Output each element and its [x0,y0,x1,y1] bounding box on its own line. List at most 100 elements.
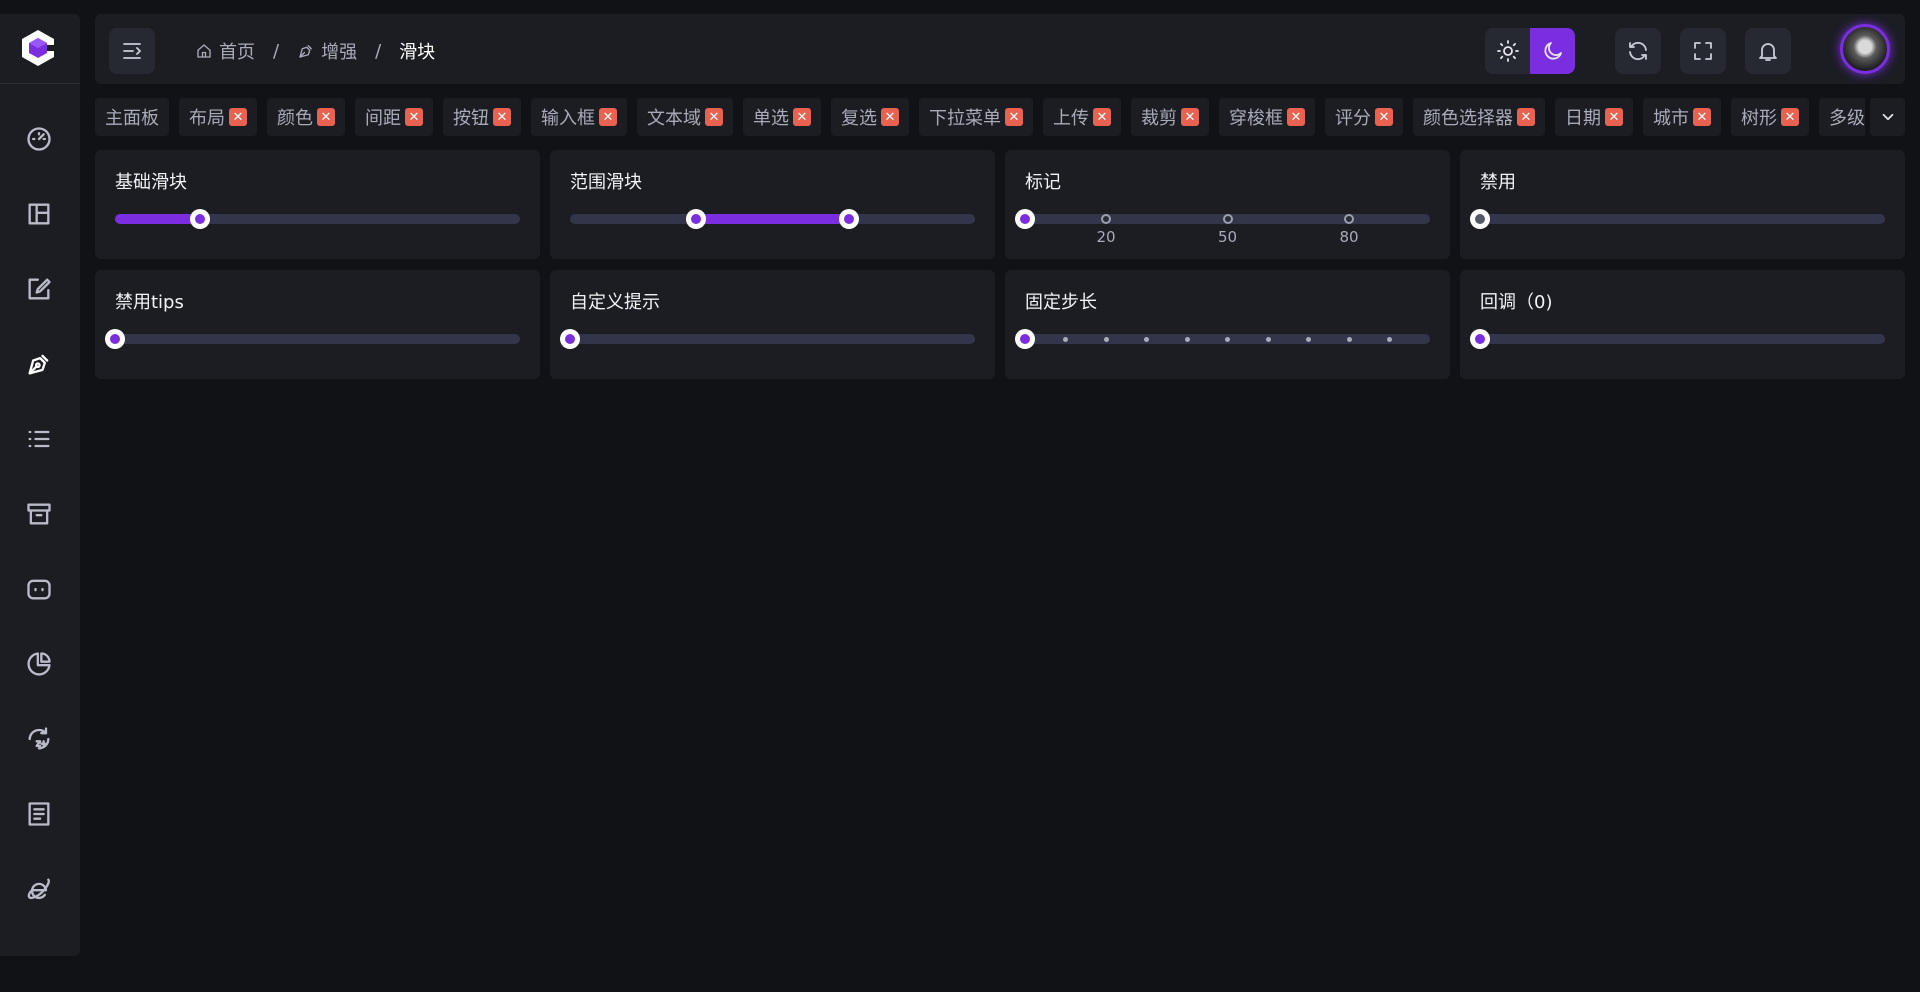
breadcrumb-item-enhance[interactable]: 增强 [297,38,357,64]
tab-close-icon[interactable]: ✕ [1181,108,1199,126]
slider-thumb-end[interactable] [839,209,860,229]
breadcrumb-item-home[interactable]: 首页 [195,38,255,64]
tab-close-icon[interactable]: ✕ [881,108,899,126]
slider-mark-dot[interactable] [1222,214,1233,224]
tab-close-icon[interactable]: ✕ [1005,108,1023,126]
robot-icon [27,579,51,600]
tab-close-icon[interactable]: ✕ [1093,108,1111,126]
slider-step-dot [1063,337,1068,342]
slider-thumb[interactable] [1015,209,1035,229]
card-title: 自定义提示 [570,292,660,313]
tab-close-icon[interactable]: ✕ [493,108,511,126]
tab-item[interactable]: 城市✕ [1643,98,1721,136]
tab-close-icon[interactable]: ✕ [1517,108,1535,126]
tab-close-icon[interactable]: ✕ [705,108,723,126]
sun-icon [1496,40,1519,62]
slider-thumb[interactable] [105,329,125,349]
tab-close-icon[interactable]: ✕ [1605,108,1623,126]
card-basic-slider: 基础滑块 [95,150,540,259]
tab-item[interactable]: 复选✕ [831,98,909,136]
card-fixed-step-slider: 固定步长 [1005,270,1450,379]
tab-item[interactable]: 下拉菜单✕ [919,98,1033,136]
slider-step-dot [1184,337,1190,342]
tab-item[interactable]: 穿梭框✕ [1219,98,1315,136]
tab-close-icon[interactable]: ✕ [1287,108,1305,126]
sidebar-item-chart[interactable] [24,649,54,679]
tab-close-icon[interactable]: ✕ [1781,108,1799,126]
sidebar-item-list[interactable] [24,424,54,454]
sidebar-item-layout[interactable] [24,199,54,229]
moon-icon [1543,42,1562,60]
user-avatar[interactable] [1840,24,1890,74]
tab-item[interactable]: 日期✕ [1555,98,1633,136]
tab-label: 多级 [1829,108,1865,129]
slider-mark-label: 20 [1096,228,1116,246]
tab-item[interactable]: 评分✕ [1325,98,1403,136]
dark-theme-button[interactable] [1530,28,1575,74]
slider-track[interactable] [560,329,975,349]
tab-close-icon[interactable]: ✕ [317,108,335,126]
sidebar-item-history[interactable] [24,724,54,754]
tab-close-icon[interactable]: ✕ [405,108,423,126]
sidebar-item-dashboard[interactable] [24,124,54,154]
tab-item[interactable]: 输入框✕ [531,98,627,136]
card-disabled-slider: 禁用 [1460,150,1905,259]
slider-mark-dot[interactable] [1101,214,1111,224]
card-title: 禁用 [1480,172,1516,193]
sidebar-item-browser[interactable] [24,874,54,904]
pen-icon [299,45,313,58]
slider-track[interactable] [1015,329,1430,349]
tab-item[interactable]: 主面板 [95,98,169,136]
tabs-bar: 主面板布局✕ 颜色✕ 间距✕ 按钮✕ 输入框✕ 文本域✕ 单选✕ 复选✕ 下拉菜单✕ 上传✕ 裁剪✕… [95,98,1865,136]
tab-item[interactable]: 颜色选择器✕ [1413,98,1545,136]
sidebar-item-form[interactable] [24,274,54,304]
app-logo-icon[interactable] [18,28,58,68]
sidebar-item-archive[interactable] [24,499,54,529]
tab-item[interactable]: 上传✕ [1043,98,1121,136]
fullscreen-button[interactable] [1680,28,1726,74]
card-title: 固定步长 [1025,292,1097,313]
tab-item[interactable]: 树形✕ [1731,98,1809,136]
sidebar-toggle-button[interactable] [109,28,155,74]
tab-item[interactable]: 文本域✕ [637,98,733,136]
refresh-button[interactable] [1615,28,1661,74]
sidebar-item-enhance[interactable] [24,349,54,379]
tabs-more-button[interactable] [1870,98,1905,136]
slider-track[interactable] [115,209,520,229]
tab-close-icon[interactable]: ✕ [229,108,247,126]
slider-track[interactable] [570,209,975,229]
tab-item[interactable]: 单选✕ [743,98,821,136]
slider-mark-dot[interactable] [1344,214,1354,224]
slider-track[interactable] [105,329,520,349]
slider-thumb-start[interactable] [685,209,706,229]
slider-track[interactable] [1470,329,1885,349]
tab-item[interactable]: 布局✕ [179,98,257,136]
archive-icon [27,503,51,525]
sidebar-item-document[interactable] [24,799,54,829]
slider-step-dot [1387,337,1392,342]
tab-item[interactable]: 按钮✕ [443,98,521,136]
breadcrumb-label: 首页 [219,42,255,63]
tab-close-icon[interactable]: ✕ [1375,108,1393,126]
breadcrumb-separator: / [273,40,280,62]
light-theme-button[interactable] [1485,28,1530,74]
tab-item[interactable]: 间距✕ [355,98,433,136]
pie-chart-icon [27,652,51,676]
notifications-button[interactable] [1745,28,1791,74]
tab-item[interactable]: 裁剪✕ [1131,98,1209,136]
slider-step-dot [1265,337,1271,342]
slider-thumb[interactable] [1015,329,1035,349]
tab-item[interactable]: 颜色✕ [267,98,345,136]
fullscreen-icon [1694,42,1712,60]
slider-thumb[interactable] [190,209,211,229]
slider-thumb[interactable] [1470,329,1490,349]
tab-close-icon[interactable]: ✕ [599,108,617,126]
card-disabled-tips-slider: 禁用tips [95,270,540,379]
sidebar-item-robot[interactable] [24,574,54,604]
tab-close-icon[interactable]: ✕ [793,108,811,126]
tab-close-icon[interactable]: ✕ [1693,108,1711,126]
card-title: 禁用tips [115,292,184,313]
tab-item[interactable]: 多级✕ [1819,98,1865,136]
slider-thumb[interactable] [560,329,580,349]
